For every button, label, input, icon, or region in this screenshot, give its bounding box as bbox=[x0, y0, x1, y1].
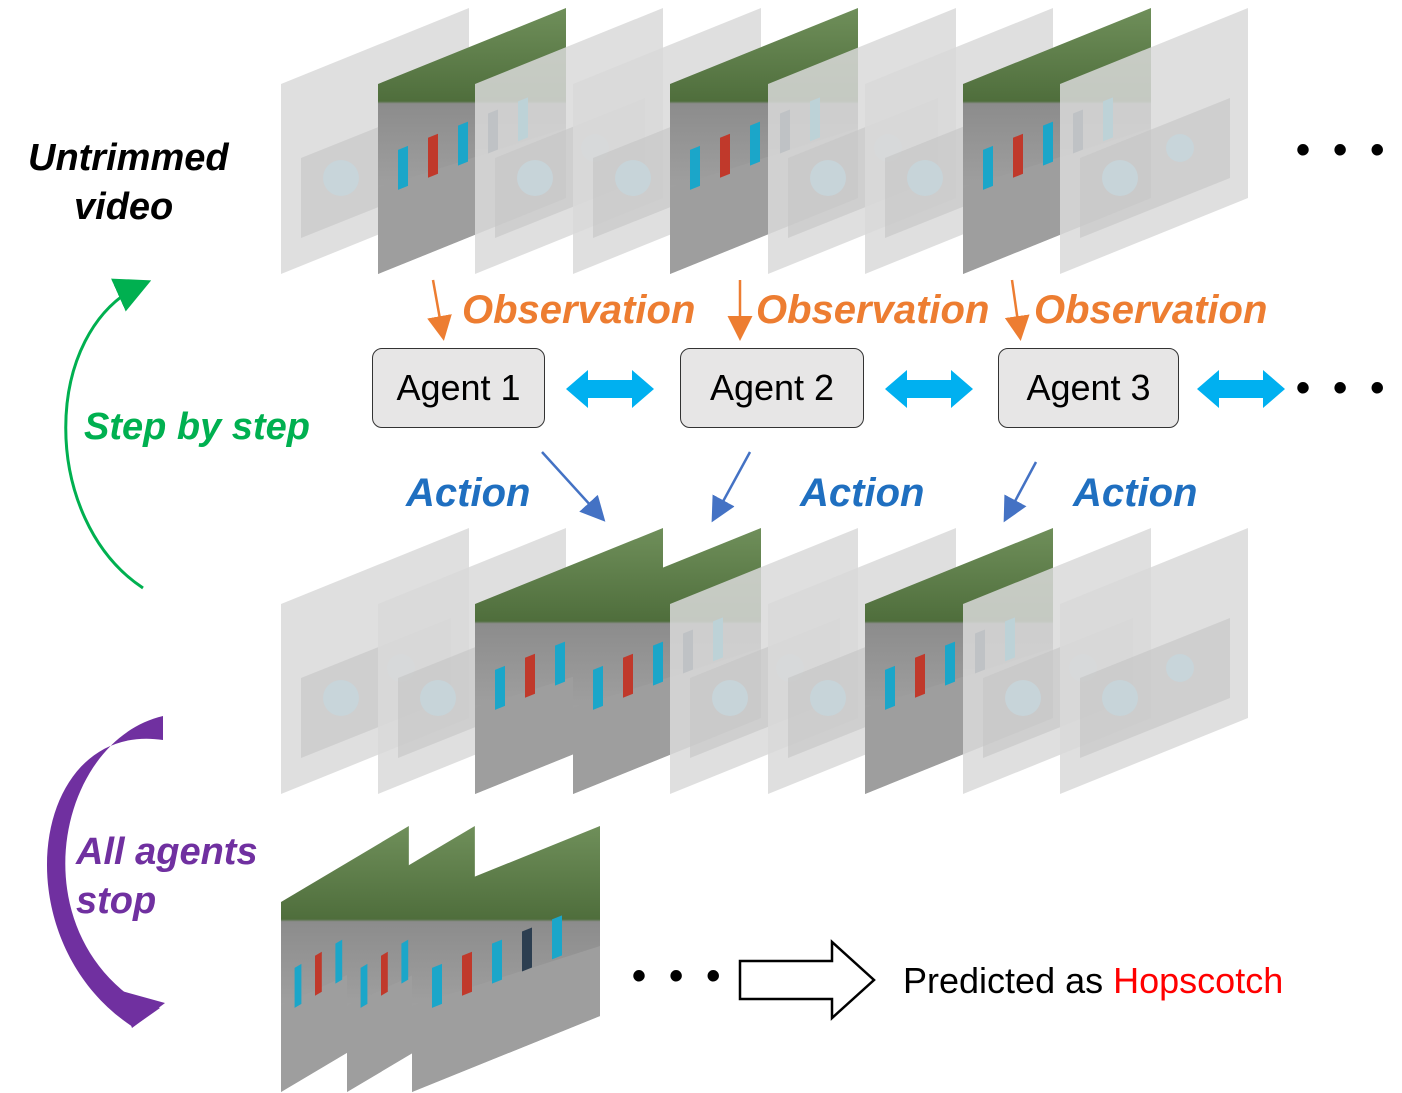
observation-label-3: Observation bbox=[1034, 288, 1268, 332]
prediction-arrow bbox=[738, 939, 876, 1021]
selected-video-frames bbox=[281, 528, 1248, 794]
communication-arrow bbox=[566, 370, 654, 408]
action-label-3: Action bbox=[1073, 471, 1198, 515]
all-agents-stop-label-line2: stop bbox=[76, 880, 157, 922]
agent-2-box: Agent 2 bbox=[680, 348, 864, 428]
action-arrow bbox=[1003, 461, 1038, 523]
ellipsis-final: • • • bbox=[632, 954, 727, 998]
action-label-2: Action bbox=[800, 471, 925, 515]
all-agents-stop-label-line1: All agents bbox=[76, 831, 258, 873]
observation-label-2: Observation bbox=[756, 288, 990, 332]
agent-1-box: Agent 1 bbox=[372, 348, 545, 428]
prediction-prefix: Predicted as bbox=[903, 960, 1104, 1001]
step-by-step-arrow bbox=[64, 278, 152, 590]
all-agents-stop-arrow bbox=[46, 716, 163, 1027]
untrimmed-label-line2: video bbox=[74, 186, 174, 228]
final-frames bbox=[281, 826, 600, 1092]
ellipsis-agents: • • • bbox=[1296, 366, 1391, 410]
action-arrow bbox=[541, 451, 606, 522]
prediction-text: Predicted as Hopscotch bbox=[903, 960, 1283, 1002]
communication-arrow bbox=[885, 370, 973, 408]
ellipsis-frames: • • • bbox=[1296, 128, 1391, 172]
observation-arrow bbox=[1004, 279, 1030, 341]
action-label-1: Action bbox=[406, 471, 531, 515]
observation-label-1: Observation bbox=[462, 288, 696, 332]
observation-arrow bbox=[427, 279, 452, 341]
agent-3-box: Agent 3 bbox=[998, 348, 1179, 428]
action-arrow bbox=[711, 451, 752, 523]
prediction-class: Hopscotch bbox=[1113, 960, 1284, 1001]
untrimmed-label-line1: Untrimmed bbox=[28, 137, 229, 179]
untrimmed-video-frames bbox=[281, 8, 1248, 274]
step-by-step-label: Step by step bbox=[84, 406, 310, 448]
communication-arrow bbox=[1197, 370, 1285, 408]
all-agents-stop-arrowhead bbox=[118, 990, 165, 1028]
